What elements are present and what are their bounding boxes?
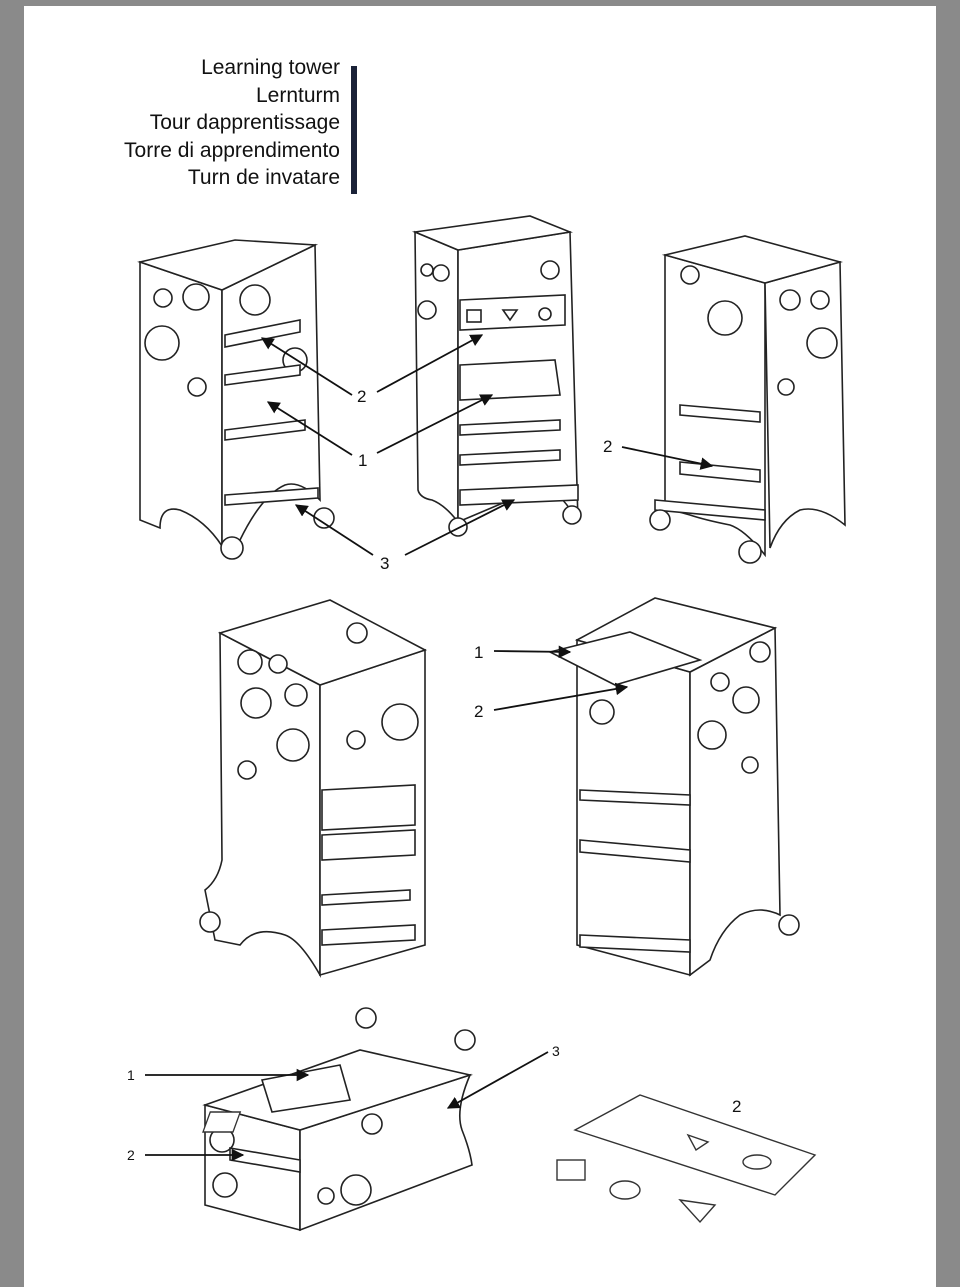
callout-label-3-top: 3 bbox=[380, 554, 390, 573]
title-accent-bar bbox=[351, 66, 357, 194]
callout-label-2-bottom-left: 2 bbox=[127, 1147, 135, 1163]
callout-label-2-top-right: 2 bbox=[603, 437, 613, 456]
manual-page bbox=[24, 6, 936, 1287]
callout-label-3-bottom: 3 bbox=[552, 1043, 560, 1059]
tower-view-mid-left bbox=[199, 599, 428, 979]
title-german: Lernturm bbox=[255, 83, 340, 107]
callout-label-1-mid-right: 1 bbox=[474, 643, 484, 662]
callout-label-2-mid-right: 2 bbox=[474, 702, 484, 721]
callout-label-2-top-left: 2 bbox=[357, 387, 367, 406]
shape-sorter-board bbox=[202, 1094, 817, 1224]
tower-view-center bbox=[411, 215, 582, 537]
callout-arrows bbox=[145, 334, 714, 1162]
title-italian: Torre di apprendimento bbox=[124, 138, 340, 162]
title-french: Tour dapprentissage bbox=[149, 111, 340, 134]
tower-view-right bbox=[649, 235, 846, 564]
title-block: Learning tower Lernturm Tour dapprentiss… bbox=[60, 54, 340, 192]
stool-view-bottom-left bbox=[202, 1007, 476, 1232]
callout-label-2-bottom-right: 2 bbox=[732, 1097, 742, 1116]
title-romanian: Turn de invatare bbox=[187, 166, 340, 189]
title-english: Learning tower bbox=[201, 56, 340, 79]
tower-view-left bbox=[137, 239, 335, 560]
callout-label-1-bottom-left: 1 bbox=[127, 1067, 135, 1083]
callout-label-1-top-left: 1 bbox=[358, 451, 368, 470]
tower-view-mid-right bbox=[547, 597, 800, 977]
